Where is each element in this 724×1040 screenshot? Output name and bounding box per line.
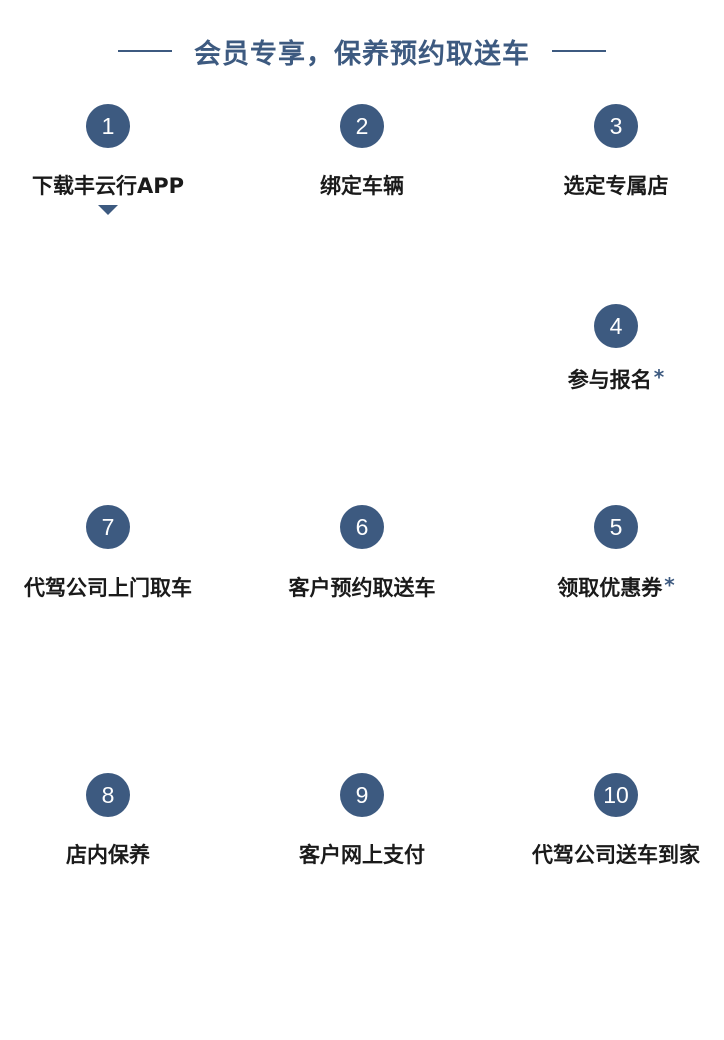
step-label: 绑定车辆 [320,173,404,199]
step-number-badge: 8 [86,773,130,817]
step-label-text: 代驾公司送车到家 [532,843,700,867]
step-number-badge: 2 [340,104,384,148]
step-label: 下载丰云行APP [32,173,184,199]
step-4[interactable]: 4 参与报名 * [496,304,724,393]
step-label: 客户网上支付 [299,842,425,868]
step-label: 参与报名 * [568,367,664,393]
step-label: 选定专属店 [564,173,669,199]
caret-down-icon[interactable] [98,205,118,215]
step-label: 店内保养 [66,842,150,868]
step-7[interactable]: 7 代驾公司上门取车 [0,505,228,601]
step-label: 代驾公司上门取车 [24,575,192,601]
step-label-text: 领取优惠券 [557,576,663,600]
step-5[interactable]: 5 领取优惠券 * [496,505,724,601]
step-3[interactable]: 3 选定专属店 [496,104,724,199]
header-line-right [552,50,606,52]
step-1[interactable]: 1 下载丰云行APP [0,104,228,215]
header-line-left [118,50,172,52]
step-10[interactable]: 10 代驾公司送车到家 [496,773,724,868]
step-number-badge: 7 [86,505,130,549]
step-label-text: 客户预约取送车 [288,576,436,600]
step-label: 领取优惠券 * [557,575,674,601]
step-number-badge: 5 [594,505,638,549]
page-title: 会员专享，保养预约取送车 [194,38,530,70]
step-label-text: 代驾公司上门取车 [24,576,192,600]
step-number-badge: 9 [340,773,384,817]
step-number-badge: 3 [594,104,638,148]
required-star: * [664,573,675,597]
required-star: * [653,365,665,389]
step-8[interactable]: 8 店内保养 [0,773,228,868]
step-number-badge: 6 [340,505,384,549]
step-label: 客户预约取送车 [289,575,436,601]
step-label: 代驾公司送车到家 [532,842,700,868]
step-6[interactable]: 6 客户预约取送车 [242,505,482,601]
step-label-text: 客户网上支付 [299,843,425,867]
step-number-badge: 1 [86,104,130,148]
step-label-text: 参与报名 [567,368,652,392]
step-label-text: 下载丰云行APP [31,174,185,198]
step-label-text: 绑定车辆 [320,174,404,198]
step-number-badge: 10 [594,773,638,817]
step-label-text: 店内保养 [66,843,150,867]
step-label-text: 选定专属店 [563,174,669,198]
step-2[interactable]: 2 绑定车辆 [242,104,482,199]
step-9[interactable]: 9 客户网上支付 [242,773,482,868]
step-number-badge: 4 [594,304,638,348]
page-header: 会员专享，保养预约取送车 [0,28,724,74]
